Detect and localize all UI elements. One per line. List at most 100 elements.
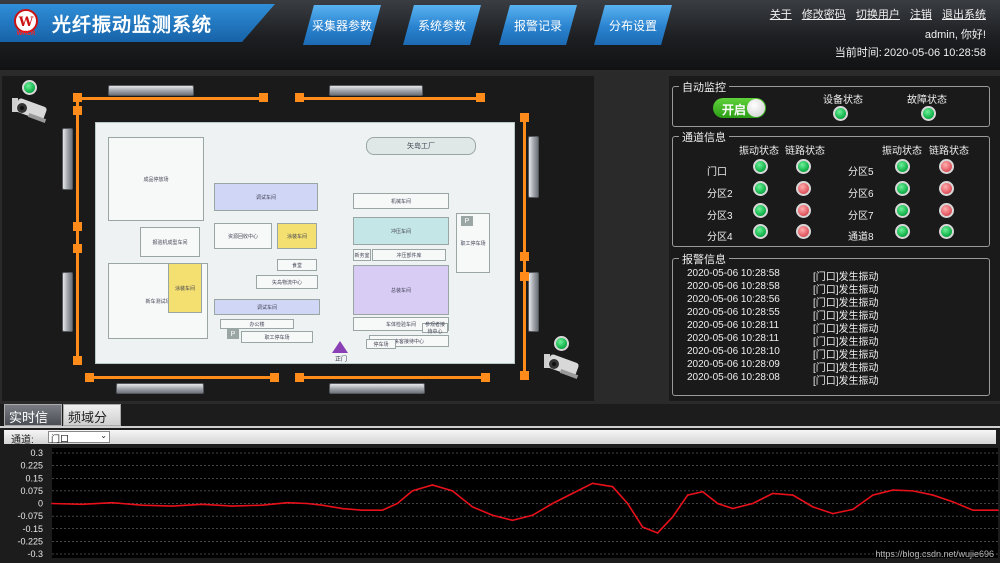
map-building: 矢岛物流中心: [256, 275, 318, 289]
alarm-row[interactable]: 2020-05-06 10:28:56[门口]发生振动: [687, 294, 879, 309]
company-logo-icon: W: [14, 9, 38, 33]
fiber-line: [76, 97, 264, 100]
signal-point: [892, 489, 894, 491]
signal-point: [231, 505, 233, 507]
link-logout[interactable]: 注销: [909, 9, 932, 21]
signal-point: [872, 494, 874, 496]
alarm-message: [门口]发生振动: [813, 311, 879, 322]
chevron-down-icon: ⌄: [100, 431, 107, 440]
signal-point: [201, 503, 203, 506]
nav-system-params[interactable]: 系统参数: [403, 5, 481, 45]
link-status-light: [939, 159, 954, 174]
y-tick-label: -0.075: [17, 511, 43, 521]
signal-point: [81, 503, 83, 506]
signal-point: [341, 507, 344, 510]
link-exit-system[interactable]: 退出系统: [942, 9, 986, 21]
vibration-status-light: [895, 224, 910, 239]
fiber-node[interactable]: [73, 222, 82, 231]
fiber-node[interactable]: [481, 373, 490, 382]
signal-point: [912, 490, 914, 492]
map-building: 报验机成型车间: [140, 227, 200, 257]
link-change-password[interactable]: 修改密码: [801, 9, 846, 21]
alarm-row[interactable]: 2020-05-06 10:28:58[门口]发生振动: [687, 268, 879, 283]
fiber-node[interactable]: [520, 252, 529, 261]
camera-right-status-light: [554, 336, 569, 351]
alarm-row[interactable]: 2020-05-06 10:28:09[门口]发生振动: [687, 359, 879, 374]
map-building: 参观者接待中心: [422, 322, 448, 335]
fiber-line: [298, 97, 480, 100]
fiber-node[interactable]: [85, 373, 94, 382]
signal-point: [471, 506, 474, 508]
channel-select[interactable]: 门口 ⌄: [48, 431, 110, 444]
alarm-row[interactable]: 2020-05-06 10:28:11[门口]发生振动: [687, 333, 879, 348]
col-link-right: 链路状态: [929, 146, 969, 157]
map-building: 成品停放场: [108, 137, 204, 221]
link-about[interactable]: 关于: [769, 9, 792, 21]
link-status-light: [939, 224, 954, 239]
fiber-node[interactable]: [520, 371, 529, 380]
fence-segment: [528, 272, 539, 332]
nav-alarm-records[interactable]: 报警记录: [499, 5, 577, 45]
fence-segment: [62, 272, 73, 332]
alarm-time: 2020-05-06 10:28:10: [687, 346, 780, 357]
fiber-node[interactable]: [476, 93, 485, 102]
fiber-node[interactable]: [270, 373, 279, 382]
fiber-node[interactable]: [259, 93, 268, 102]
fiber-node[interactable]: [520, 113, 529, 122]
auto-monitor-toggle[interactable]: 开启: [713, 98, 766, 118]
channel-name: 分区5: [848, 167, 874, 178]
factory-map-image: 矢岛工厂 成品停放场 调试车间 机械车间 冲压车间 涂装车间 总装车间 食堂 矢…: [95, 122, 515, 364]
fiber-node[interactable]: [295, 93, 304, 102]
signal-point: [611, 485, 614, 488]
alarm-row[interactable]: 2020-05-06 10:28:08[门口]发生振动: [687, 372, 879, 387]
alarm-row[interactable]: 2020-05-06 10:28:55[门口]发生振动: [687, 307, 879, 322]
fault-status-light: [921, 106, 936, 121]
nav-collector-params[interactable]: 采集器参数: [303, 5, 381, 45]
alarm-info-group: 报警信息 2020-05-06 10:28:58[门口]发生振动 2020-05…: [672, 251, 990, 396]
fiber-line: [298, 376, 486, 379]
fiber-node[interactable]: [73, 106, 82, 115]
vibration-status-light: [753, 203, 768, 218]
vibration-status-light: [895, 159, 910, 174]
alarm-row[interactable]: 2020-05-06 10:28:11[门口]发生振动: [687, 320, 879, 335]
alarm-row[interactable]: 2020-05-06 10:28:58[门口]发生振动: [687, 281, 879, 296]
y-tick-label: 0.3: [30, 448, 43, 458]
logo-text: WHCR: [16, 31, 36, 37]
col-vibration-right: 振动状态: [882, 146, 922, 157]
app-title: 光纤振动监测系统: [52, 14, 213, 36]
current-time: 当前时间:2020-05-06 10:28:58: [835, 44, 986, 60]
y-tick-label: -0.15: [22, 524, 43, 534]
link-switch-user[interactable]: 切换用户: [855, 9, 900, 21]
link-status-light: [939, 203, 954, 218]
fiber-node[interactable]: [295, 373, 304, 382]
map-building: 新务室: [353, 249, 371, 261]
gate-marker-icon: [332, 341, 348, 353]
fiber-node[interactable]: [73, 356, 82, 365]
camera-right-icon[interactable]: [542, 352, 584, 388]
map-building: 停车场: [366, 339, 396, 349]
fault-status-label: 故障状态: [907, 95, 947, 106]
fence-segment: [116, 383, 204, 394]
nav-distribution-settings[interactable]: 分布设置: [594, 5, 672, 45]
camera-left-icon[interactable]: [10, 96, 52, 132]
alarm-message: [门口]发生振动: [813, 285, 879, 296]
channel-name: 分区7: [848, 211, 874, 222]
fiber-node[interactable]: [73, 93, 82, 102]
fiber-node[interactable]: [73, 244, 82, 253]
signal-point: [141, 504, 143, 506]
tab-frequency-analysis[interactable]: 频域分析: [63, 404, 121, 444]
alarm-message: [门口]发生振动: [813, 324, 879, 335]
signal-point: [111, 501, 113, 504]
tab-realtime-signal[interactable]: 实时信号: [4, 404, 62, 444]
alarm-row[interactable]: 2020-05-06 10:28:10[门口]发生振动: [687, 346, 879, 361]
map-building: 职工停车场: [241, 331, 313, 343]
fiber-node[interactable]: [520, 272, 529, 281]
y-tick-label: 0.15: [25, 473, 43, 483]
channel-select-value: 门口: [51, 434, 70, 444]
signal-point: [656, 532, 659, 534]
signal-point: [671, 516, 674, 518]
signal-point: [952, 501, 954, 503]
top-links: 关于 修改密码 切换用户 注销 退出系统: [763, 6, 986, 22]
signal-point: [451, 490, 454, 492]
signal-point: [812, 506, 814, 508]
